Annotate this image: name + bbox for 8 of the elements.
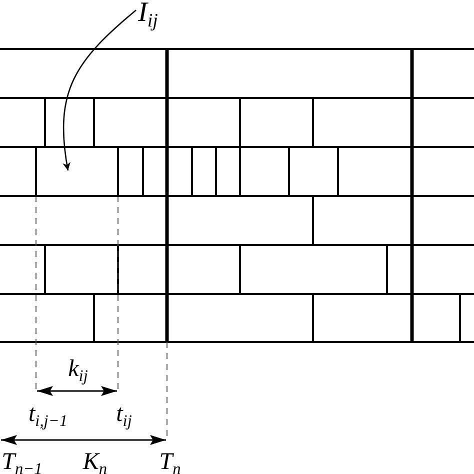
time-label: t$_{i,j−1}$ [28, 402, 68, 430]
time-label: T$_{n−1}$ [2, 450, 42, 474]
interval-label: I$_{ij}$ [138, 0, 158, 31]
duration-label: K$_{n}$ [82, 450, 108, 474]
leader-arrow [62, 10, 136, 171]
time-label: T$_{n}$ [159, 450, 181, 474]
time-label: t$_{ij}$ [116, 402, 132, 430]
duration-label: k$_{ij}$ [68, 357, 88, 384]
